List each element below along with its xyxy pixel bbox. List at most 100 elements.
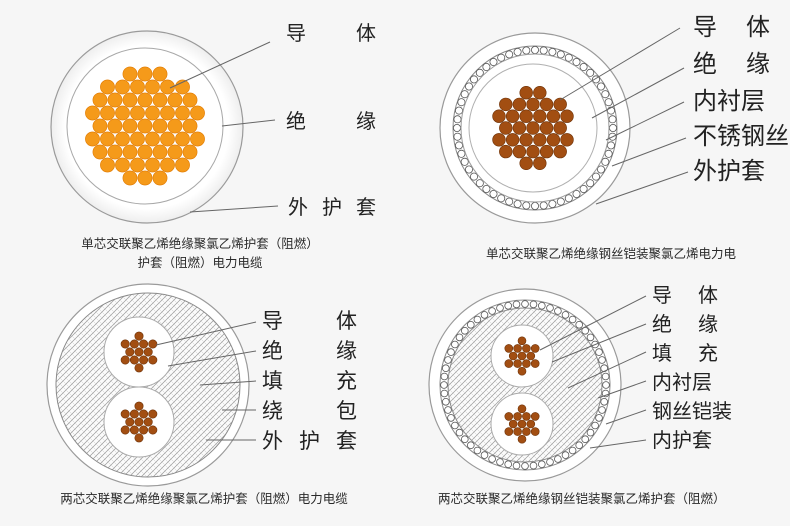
armour-wire: [460, 90, 469, 99]
conductor-strand: [508, 351, 518, 361]
conductor-strand: [129, 355, 139, 365]
conductor-strand: [499, 144, 513, 159]
conductor-strand: [130, 105, 145, 121]
conductor-strand: [152, 170, 168, 186]
conductor-strand: [175, 105, 190, 121]
conductor-strand: [85, 105, 100, 121]
caption-line-1: 两芯交联聚乙烯绝缘钢丝铠装聚氯乙烯护套（阻燃）: [438, 491, 726, 506]
conductor-strand: [134, 347, 144, 357]
armour-wire: [497, 194, 506, 203]
armour-wire: [546, 304, 554, 312]
label-conductor-1: 导: [652, 283, 672, 307]
armour-wire: [480, 451, 489, 459]
armour-wire: [522, 201, 531, 210]
armour-wire: [497, 53, 506, 62]
leader-lines: [559, 27, 689, 205]
conductor-strand: [107, 144, 123, 160]
conductor-strand: [137, 92, 153, 108]
panel-single-core-pvc: 导 体 绝 缘 外 护 套 单芯交联聚乙烯绝缘聚氯乙烯护套（阻燃） 护套（阻燃）…: [50, 21, 376, 270]
armour-wire: [489, 189, 498, 198]
conductor-strand: [517, 366, 527, 376]
conductor-strand: [533, 85, 547, 100]
conductor-strand: [190, 131, 205, 147]
armour-wire: [531, 201, 540, 210]
conductor-strand: [519, 85, 533, 100]
armour-wire: [466, 320, 475, 329]
label-inner-bedding: 内衬层: [693, 87, 765, 115]
armour-wire: [480, 311, 489, 319]
conductor-strand: [533, 133, 547, 147]
conductor-strand: [139, 409, 149, 419]
armour-wire: [451, 340, 459, 349]
conductor-strand: [167, 92, 183, 108]
conductor-strand: [100, 79, 115, 95]
conductor-strand: [530, 427, 540, 436]
conductor-strand: [553, 97, 567, 112]
conductor-strand: [167, 144, 183, 160]
conductor-strand: [492, 133, 506, 147]
conductor-strand: [539, 97, 554, 112]
label-conductor-1: 导: [262, 309, 283, 333]
conductor-strand: [492, 109, 506, 123]
armour-wire: [601, 90, 610, 99]
armour-wire: [607, 141, 616, 150]
conductor-strand: [145, 131, 160, 147]
armour-wire: [454, 141, 463, 150]
conductor-strand: [92, 118, 108, 134]
armour-wire: [561, 451, 570, 459]
conductor-strand: [115, 105, 130, 121]
core-2-strands: [120, 401, 158, 443]
armour-wire: [512, 300, 521, 309]
armour-wire: [586, 179, 595, 188]
armour-wire: [521, 300, 529, 308]
conductor-strand: [134, 363, 144, 373]
conductor-strand: [92, 144, 108, 160]
armour-wire: [556, 197, 565, 206]
conductor-strand: [560, 133, 574, 147]
armour-wire: [482, 63, 491, 72]
armour-wire: [595, 414, 603, 422]
armour-wire: [602, 381, 610, 389]
armour-wire: [451, 421, 459, 430]
label-filler-1: 填: [652, 341, 672, 365]
caption-line-2: 护套（阻燃）电力电缆: [137, 255, 263, 270]
conductor-strand: [107, 118, 123, 134]
armour-wire: [496, 304, 504, 312]
armour-wire: [475, 68, 484, 77]
conductor-strand: [130, 79, 145, 95]
conductor-strand: [517, 336, 527, 346]
conductor-strand: [107, 92, 123, 108]
armour-wire: [546, 458, 554, 466]
conductor-strand: [533, 156, 547, 171]
label-inner-sheath: 内护套: [652, 428, 712, 452]
armour-wire: [464, 82, 473, 91]
armour-wire: [513, 48, 522, 57]
armour-wire: [568, 315, 577, 324]
armour-wire: [597, 165, 606, 174]
conductor-strand: [504, 359, 514, 368]
armour-wire: [601, 372, 610, 381]
conductor-strand: [160, 131, 175, 147]
conductor-strand: [85, 131, 100, 147]
armour-wire: [604, 98, 613, 107]
conductor-strand: [139, 355, 149, 365]
armour-wire: [469, 75, 478, 84]
label-insulation-1: 绝: [652, 312, 672, 336]
armour-wire: [444, 406, 452, 414]
conductor-strand: [115, 131, 130, 147]
conductor-strand: [499, 121, 513, 135]
armour-wire: [457, 98, 466, 107]
armour-wire: [488, 307, 496, 315]
armour-wire: [440, 381, 448, 389]
conductor-strand: [175, 157, 190, 173]
armour-wire: [539, 46, 548, 55]
armour-wire: [575, 441, 583, 450]
armour-wire: [597, 82, 606, 91]
armour-wire: [452, 124, 461, 133]
label-inner-bedding: 内衬层: [652, 370, 712, 394]
conductor-strand: [137, 66, 153, 82]
armour-wire: [609, 124, 618, 133]
conductor-strand: [122, 170, 138, 186]
steel-wire-armour: [452, 46, 618, 210]
armour-wire: [572, 189, 581, 198]
